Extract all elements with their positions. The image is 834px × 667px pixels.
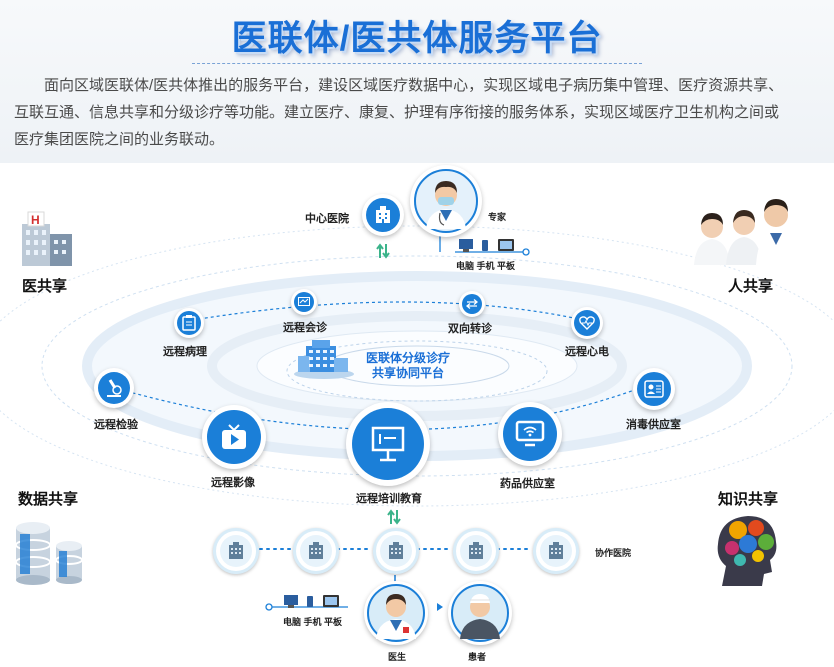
disinfection-room-node [633, 368, 675, 410]
patient-node [448, 581, 512, 645]
medical-staff-icon [694, 199, 796, 265]
center-hospital-node [362, 194, 404, 236]
doctor-avatar [376, 594, 416, 639]
remote-imaging-label: 远程影像 [211, 477, 255, 489]
building-icon [309, 542, 323, 559]
computer-phone-tablet-icon [459, 239, 514, 252]
building-icon [389, 542, 403, 559]
heart-pulse-icon [579, 316, 595, 330]
platform-label-line1: 医联体分级诊疗 [365, 351, 450, 365]
partner-hospital-2 [293, 528, 339, 574]
partner-hospital-3 [373, 528, 419, 574]
top-devices-label: 电脑 手机 平板 [456, 261, 516, 271]
data-share-label: 数据共享 [18, 491, 79, 508]
id-card-icon [644, 380, 664, 398]
remote-lab-label: 远程检验 [94, 419, 138, 431]
pharmacy-label: 药品供应室 [500, 478, 555, 490]
header-panel [0, 0, 834, 163]
platform-label: 医联体分级诊疗 共享协同平台 [348, 351, 468, 381]
tv-play-icon [222, 424, 246, 449]
computer-phone-tablet-icon [284, 595, 339, 608]
svg-text:H: H [31, 213, 40, 227]
partner-hospital-5 [533, 528, 579, 574]
hospital-icon [376, 206, 390, 223]
clipboard-icon [182, 315, 196, 331]
bottom-devices-label: 电脑 手机 平板 [283, 617, 343, 627]
remote-consult-label: 远程会诊 [283, 322, 327, 334]
doctor-node [364, 581, 428, 645]
doctor-label: 医生 [388, 652, 407, 662]
up-down-arrows-icon [376, 243, 390, 259]
remote-consult-node [291, 289, 317, 315]
page-description: 面向区域医联体/医共体推出的服务平台，建设区域医疗数据中心，实现区域电子病历集中… [14, 77, 784, 148]
partner-hospital-1 [213, 528, 259, 574]
remote-training-node [346, 402, 430, 486]
center-hospital-label: 中心医院 [305, 213, 349, 225]
medical-share-label: 医共享 [22, 278, 68, 295]
platform-label-line2: 共享协同平台 [371, 366, 444, 380]
remote-pathology-label: 远程病理 [163, 346, 207, 358]
people-share-label: 人共享 [728, 278, 774, 295]
page-title: 医联体/医共体服务平台 [231, 19, 603, 58]
pharmacy-node [498, 402, 562, 466]
patient-avatar [460, 594, 500, 639]
remote-pathology-node [174, 308, 204, 338]
exchange-arrows-icon [466, 299, 478, 309]
brain-head-icon [717, 516, 777, 586]
partner-hospital-label: 协作医院 [595, 548, 632, 558]
monitor-chart-icon [298, 297, 310, 306]
two-way-referral-node [459, 291, 485, 317]
remote-lab-node [94, 368, 134, 408]
presentation-board-icon [371, 426, 405, 462]
up-down-arrows-icon [387, 509, 401, 525]
building-icon [469, 542, 483, 559]
two-way-referral-label: 双向转诊 [448, 323, 492, 335]
patient-label: 患者 [468, 652, 487, 662]
knowledge-share-label: 知识共享 [718, 491, 779, 508]
partner-hospital-4 [453, 528, 499, 574]
expert-label: 专家 [488, 212, 507, 222]
disinfection-room-label: 消毒供应室 [626, 419, 681, 431]
remote-imaging-node [202, 405, 266, 469]
expert-node [410, 165, 482, 237]
title-divider [192, 63, 642, 64]
monitor-wifi-icon [515, 420, 545, 447]
platform-building-icon [294, 340, 354, 379]
expert-avatar [426, 181, 466, 229]
database-icon [15, 522, 83, 585]
building-icon [549, 542, 563, 559]
remote-ecg-node [571, 307, 603, 339]
remote-ecg-label: 远程心电 [565, 346, 609, 358]
microscope-icon [107, 379, 122, 397]
building-icon [229, 542, 243, 559]
remote-training-label: 远程培训教育 [356, 493, 422, 505]
medical-building-icon: H [22, 211, 72, 266]
